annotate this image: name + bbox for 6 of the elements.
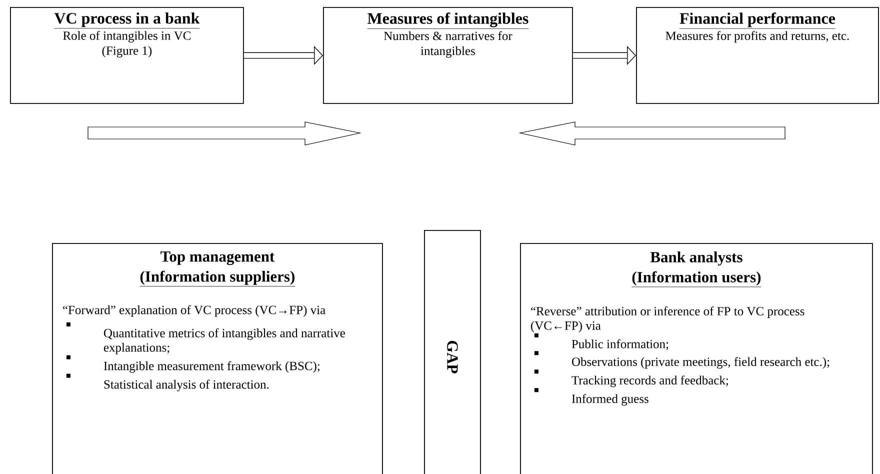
gap-bar: GAP [424, 230, 481, 474]
info-panel: Top management (Information suppliers) “Forward” explanation of VC process (VC→FP) via Quantitative metrics of intangibles and narrative explanations; Intangible measurement framework (BSC); Statistical analysis of interaction. [52, 243, 383, 474]
info-panel: Bank analysts (Information users) “Reverse” attribution or inference of FP to VC process (VC←FP) via Public information; Observations (private meetings, field research etc.); Tracking records and feedback; Informed guess [520, 243, 873, 474]
process-box: Measures of intangibles Numbers & narratives for intangibles [323, 7, 573, 104]
process-box: Financial performance Measures for profits and returns, etc. [636, 7, 879, 104]
process-box: VC process in a bank Role of intangibles in VC (Figure 1) [10, 7, 244, 104]
